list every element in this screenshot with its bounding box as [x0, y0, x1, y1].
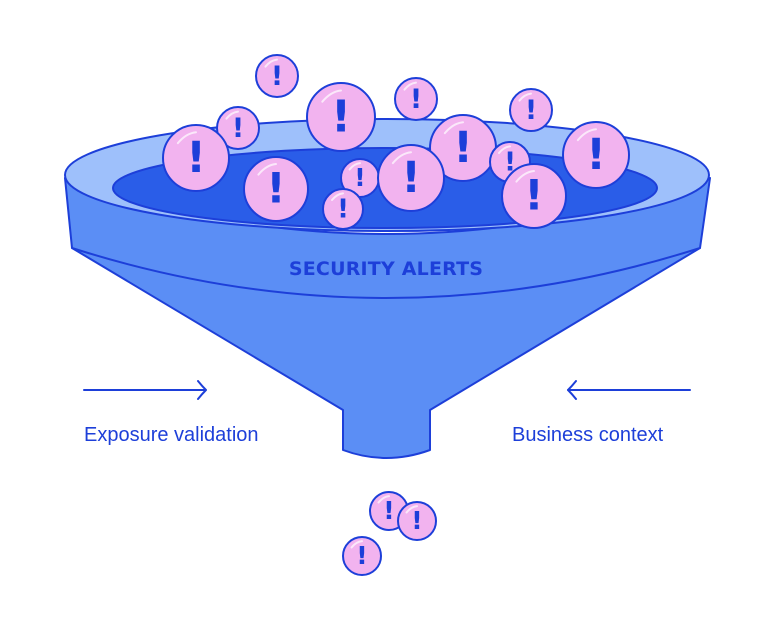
svg-text:!: ! [504, 147, 516, 177]
exclamation-circle-icon: ! [322, 188, 364, 230]
svg-text:!: ! [586, 130, 606, 180]
svg-text:!: ! [525, 95, 537, 126]
svg-text:!: ! [271, 61, 283, 92]
exclamation-circle-icon: ! [397, 501, 437, 541]
exclamation-circle-icon: ! [216, 106, 260, 150]
exclamation-circle-icon: ! [394, 77, 438, 121]
arrow-right-icon [83, 380, 207, 400]
exposure-validation-label: Exposure validation [84, 424, 259, 446]
exclamation-circle-icon: ! [243, 156, 309, 222]
exclamation-circle-icon: ! [162, 124, 230, 192]
svg-text:!: ! [356, 541, 367, 570]
exclamation-circle-icon: ! [306, 82, 376, 152]
svg-text:!: ! [453, 123, 473, 173]
svg-text:!: ! [411, 506, 422, 535]
svg-text:!: ! [383, 496, 394, 525]
svg-text:!: ! [354, 163, 365, 192]
exclamation-circle-icon: ! [342, 536, 382, 576]
funnel-label: SECURITY ALERTS [289, 258, 483, 280]
exclamation-circle-icon: ! [377, 144, 445, 212]
exclamation-circle-icon: ! [509, 88, 553, 132]
svg-text:!: ! [186, 133, 206, 183]
svg-text:!: ! [401, 153, 421, 203]
exclamation-circle-icon: ! [562, 121, 630, 189]
business-context-label: Business context [512, 424, 664, 446]
alert-bubbles: !!!!!!!!!!!!!!!!! [162, 54, 630, 576]
svg-text:!: ! [337, 194, 349, 224]
svg-text:!: ! [410, 84, 422, 115]
exclamation-circle-icon: ! [429, 114, 497, 182]
svg-text:!: ! [331, 91, 351, 142]
funnel-cone [71, 247, 701, 459]
svg-text:!: ! [266, 163, 285, 212]
svg-text:!: ! [524, 170, 543, 219]
exclamation-circle-icon: ! [501, 163, 567, 229]
arrow-left-icon [567, 380, 691, 400]
exclamation-circle-icon: ! [255, 54, 299, 98]
svg-text:!: ! [232, 113, 244, 144]
